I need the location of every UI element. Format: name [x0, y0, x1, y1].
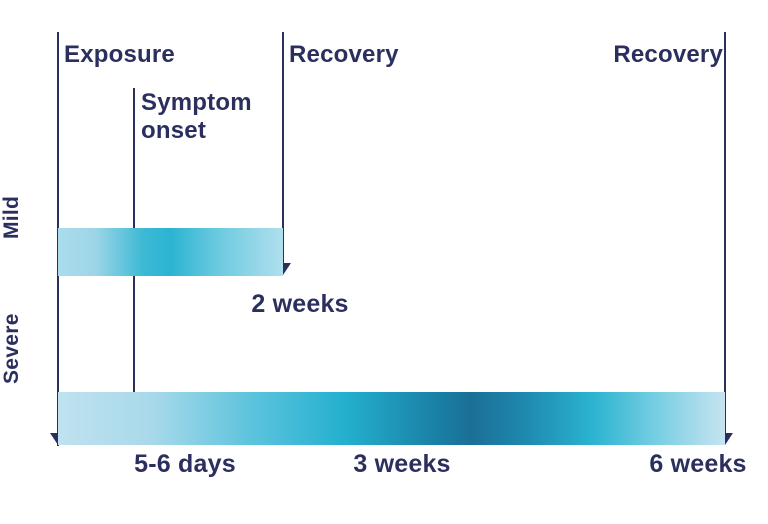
recovery-mild-marker-line: [282, 32, 284, 270]
event-label-recovery-mild: Recovery: [289, 41, 399, 68]
duration-label-symptom-onset: 5-6 days: [134, 450, 236, 478]
axis-label-severe: Severe: [0, 313, 23, 384]
axis-label-mild: Mild: [0, 195, 23, 239]
event-label-exposure: Exposure: [64, 41, 175, 68]
symptom-onset-line2: onset: [141, 117, 207, 145]
symptom-onset-line1: Symptom: [141, 89, 252, 116]
event-label-symptom-onset: Symptom onset: [141, 89, 252, 146]
duration-label-severe-recovery: 6 weeks: [649, 450, 747, 478]
recovery-severe-marker-line: [724, 32, 726, 440]
event-label-recovery-severe: Recovery: [613, 41, 723, 68]
duration-bar-mild: [58, 228, 283, 276]
duration-label-midpoint-severe: 3 weeks: [353, 450, 451, 478]
duration-bar-severe: [58, 392, 725, 445]
duration-label-mild-recovery: 2 weeks: [251, 290, 349, 318]
